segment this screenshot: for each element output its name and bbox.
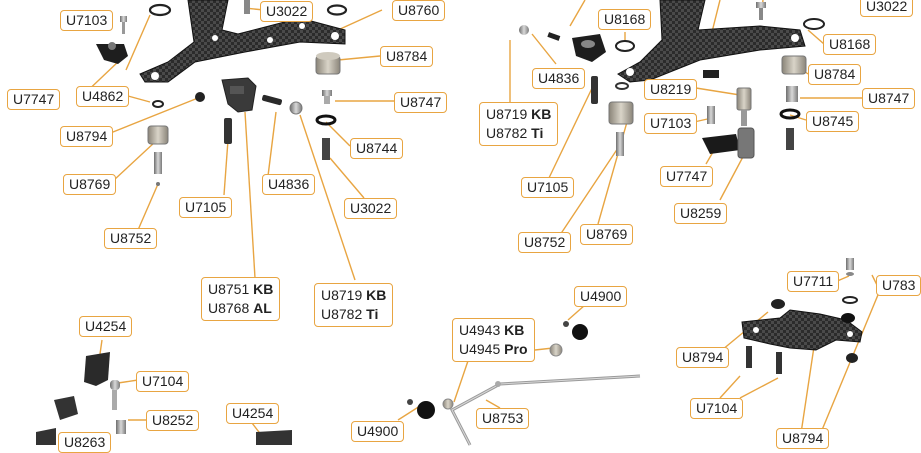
o-ring (326, 4, 348, 16)
part-variant: KB (531, 106, 552, 122)
part-label-u4943-u4945: U4943 KB U4945 Pro (452, 318, 535, 362)
part-label-u8263: U8263 (58, 432, 112, 453)
o-ring (148, 3, 172, 17)
bottom-middle-assembly (407, 321, 641, 446)
hub-block (221, 77, 257, 113)
part-code: U8782 (321, 306, 363, 322)
carbon-arm-plate (617, 0, 806, 83)
part-label-u4900-a: U4900 (574, 286, 628, 307)
top-left-assembly (96, 0, 348, 186)
mount-clip (96, 44, 128, 64)
part-label-u4836-b: U4836 (532, 68, 586, 89)
part-label-u4862: U4862 (76, 86, 130, 107)
part-label-u7747-a: U7747 (7, 89, 61, 110)
part-variant: AL (253, 300, 272, 316)
part-label-u8219: U8219 (644, 79, 698, 100)
part-label-u8747-a: U8747 (394, 92, 448, 113)
part-label-u8760: U8760 (392, 0, 446, 21)
part-label-u8719-u8782-b: U8719 KB U8782 Ti (479, 102, 559, 146)
carbon-arm-plate (139, 0, 346, 83)
part-label-u8168-b: U8168 (823, 34, 877, 55)
part-variant: KB (366, 287, 387, 303)
carbon-plate (741, 309, 863, 351)
part-label-u8168-a: U8168 (598, 9, 652, 30)
top-right-assembly (519, 0, 825, 159)
bottom-left-assembly (36, 352, 292, 445)
part-label-u7711: U7711 (787, 271, 840, 292)
part-label-u7105-b: U7105 (521, 177, 575, 198)
part-label-u7103-b: U7103 (644, 113, 698, 134)
part-label-u3022-c: U3022 (860, 0, 914, 17)
part-label-u8784-a: U8784 (380, 46, 434, 67)
part-variant: KB (253, 281, 274, 297)
part-code: U4945 (459, 341, 501, 357)
part-code: U4943 (459, 322, 501, 338)
part-variant: Ti (366, 306, 379, 322)
part-label-u8752-a: U8752 (104, 228, 158, 249)
part-code: U8719 (486, 106, 528, 122)
part-label-u8751-u8768: U8751 KB U8768 AL (201, 277, 281, 321)
part-label-u8794-c: U8794 (776, 428, 830, 449)
part-label-u7104-b: U7104 (690, 398, 744, 419)
part-label-u7104-a: U7104 (136, 371, 190, 392)
part-label-u8794-b: U8794 (676, 347, 730, 368)
part-code: U8768 (208, 300, 250, 316)
part-label-u3022-b: U3022 (344, 198, 398, 219)
part-label-u8794-a: U8794 (60, 126, 114, 147)
part-variant: Ti (531, 125, 544, 141)
bottom-right-assembly (741, 258, 863, 374)
part-label-u783x: U783 (876, 275, 921, 296)
part-label-u4900-b: U4900 (351, 421, 405, 442)
exploded-parts-diagram (36, 0, 881, 446)
part-variant: Pro (504, 341, 528, 357)
part-label-u8752-b: U8752 (518, 232, 572, 253)
part-label-u4254-b: U4254 (226, 403, 280, 424)
part-variant: KB (504, 322, 525, 338)
leader-lines (79, 0, 881, 441)
part-label-u7103-a: U7103 (60, 10, 114, 31)
part-label-u8719-u8782-a: U8719 KB U8782 Ti (314, 283, 394, 327)
part-label-u8753: U8753 (476, 408, 530, 429)
part-label-u8747-b: U8747 (862, 88, 916, 109)
part-label-u8745: U8745 (806, 111, 860, 132)
part-label-u7105-a: U7105 (179, 197, 233, 218)
part-label-u3022-a: U3022 (260, 1, 314, 22)
part-label-u7747-b: U7747 (660, 166, 714, 187)
part-label-u8252: U8252 (146, 410, 200, 431)
part-label-u4836-a: U4836 (262, 174, 316, 195)
part-code: U8782 (486, 125, 528, 141)
part-label-u8769-a: U8769 (63, 174, 117, 195)
part-label-u8744: U8744 (350, 138, 404, 159)
part-code: U8719 (321, 287, 363, 303)
part-label-u8259: U8259 (674, 203, 728, 224)
part-code: U8751 (208, 281, 250, 297)
part-label-u4254-a: U4254 (79, 316, 133, 337)
part-label-u8769-b: U8769 (580, 224, 634, 245)
part-label-u8784-b: U8784 (808, 64, 862, 85)
